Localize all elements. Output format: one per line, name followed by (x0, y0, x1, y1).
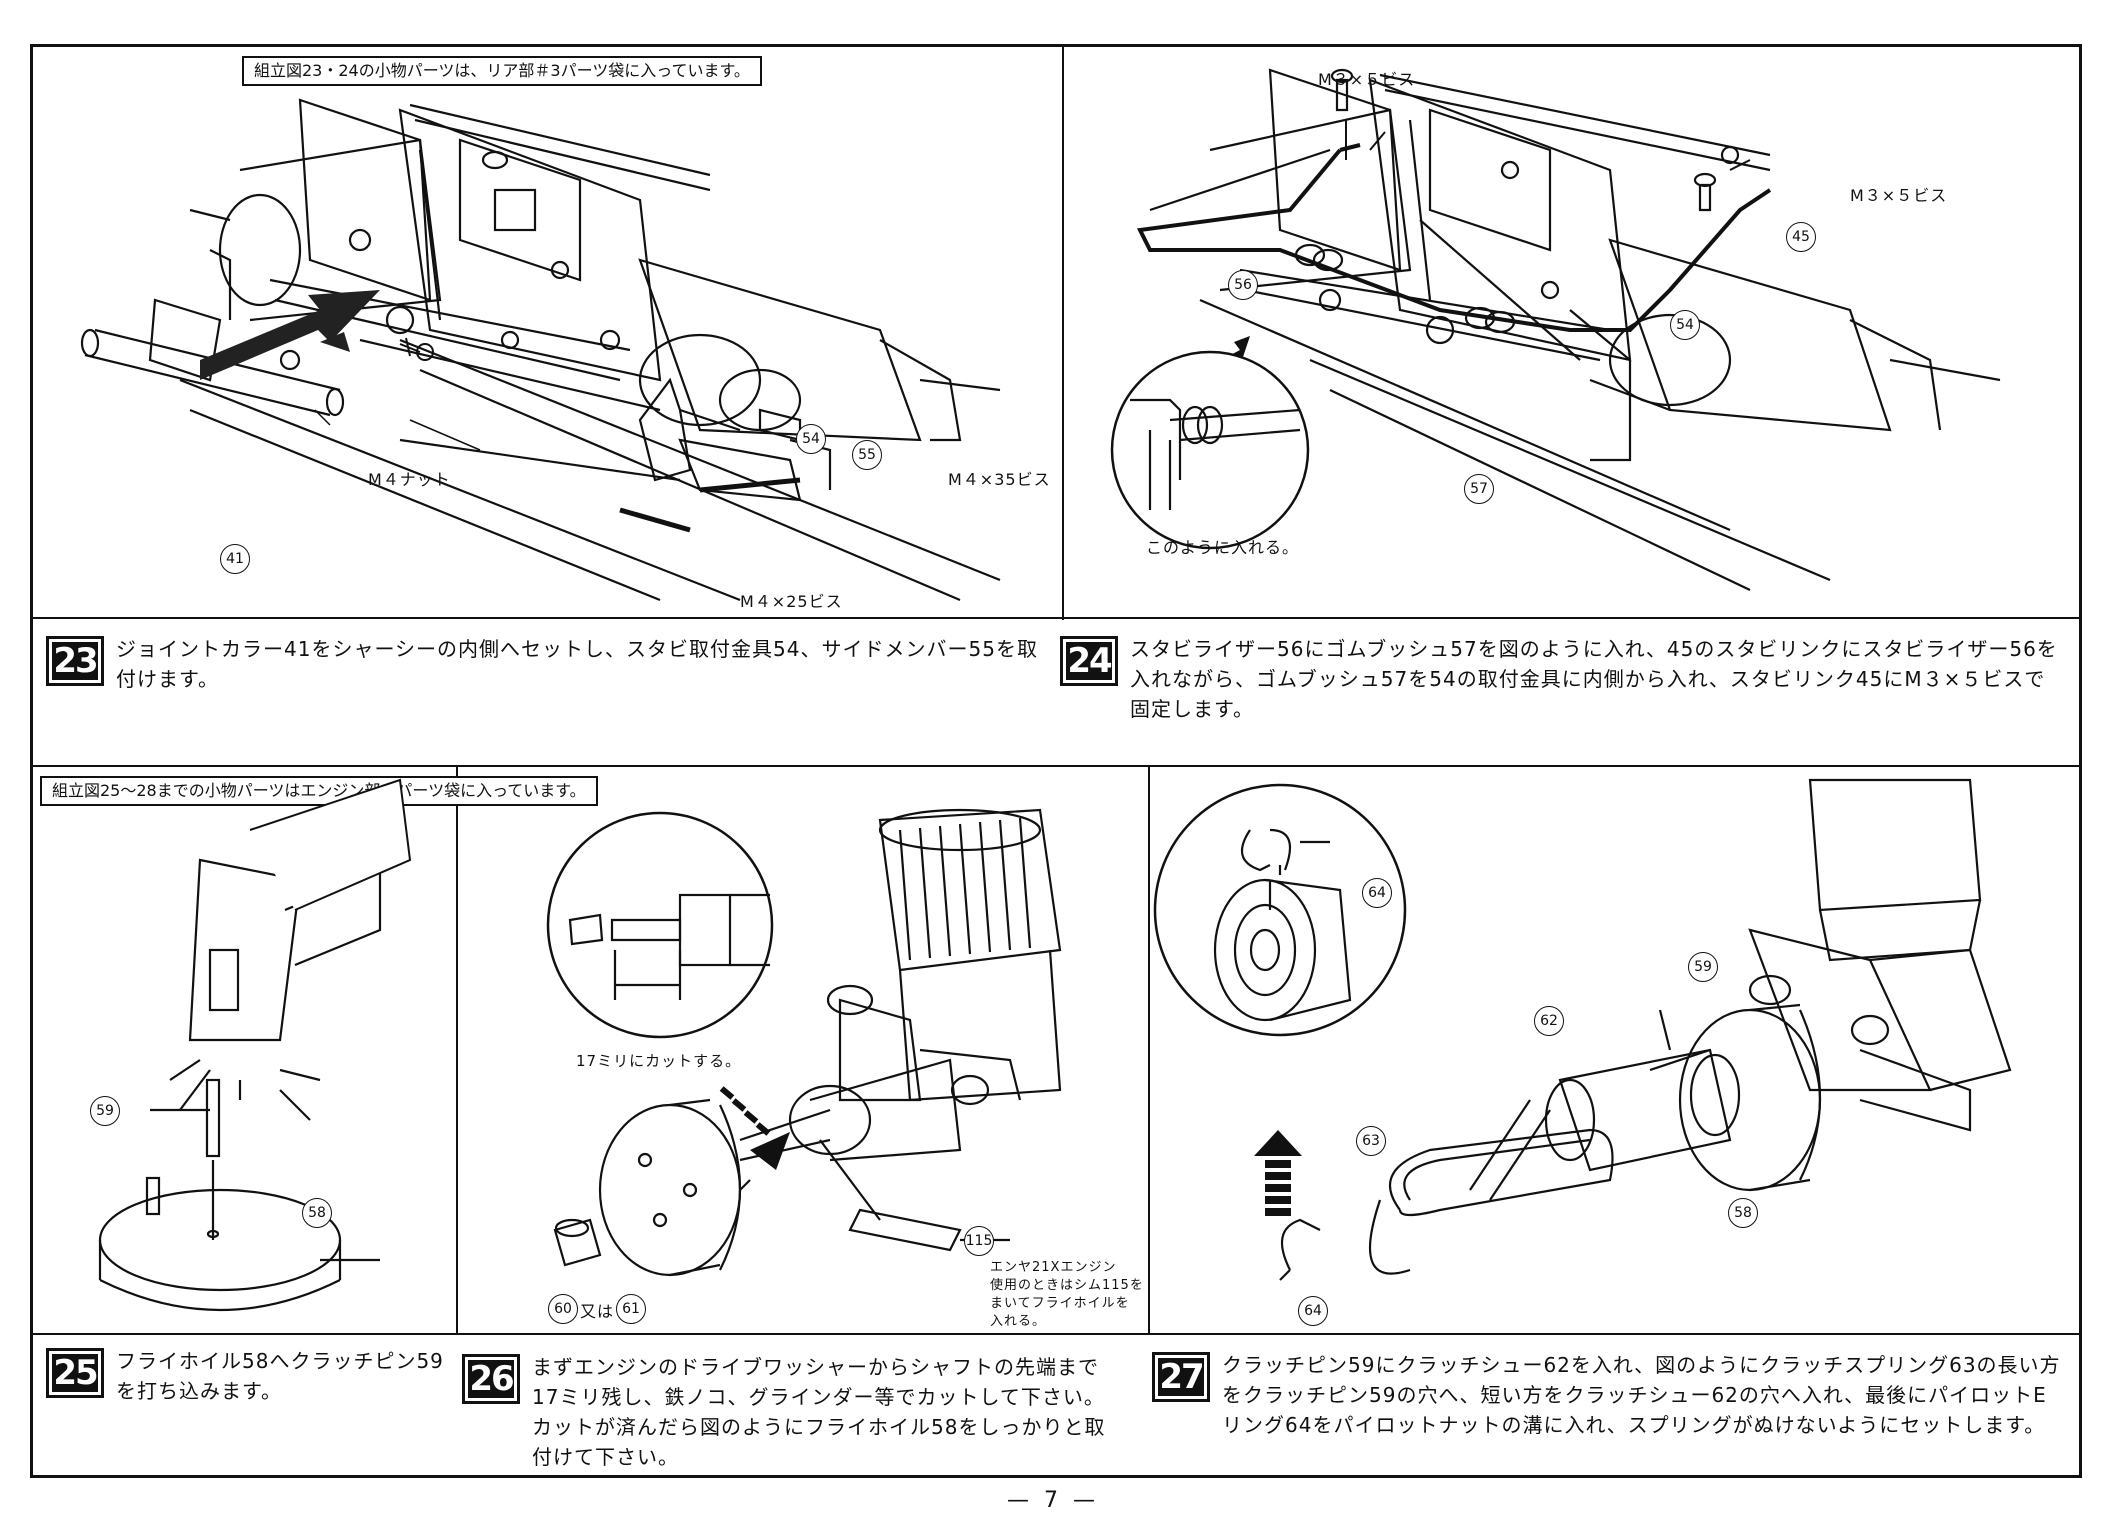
label-m4-nut: M４ナット (368, 470, 451, 489)
part-60: 60 (548, 1294, 578, 1324)
shim-note-line3: まいてフライホイルを (990, 1296, 1130, 1311)
page-frame (30, 44, 2082, 1478)
parts-note-bottom: 組立図25〜28までの小物パーツはエンジン部のパーツ袋に入っています。 (40, 776, 598, 806)
step-24-text: スタビライザー56にゴムブッシュ57を図のように入れ、45のスタビリンクにスタビ… (1130, 637, 2058, 721)
part-61: 61 (616, 1294, 646, 1324)
divider-top-vertical (1062, 46, 1064, 620)
step-24-number: 24 (1060, 636, 1118, 686)
step-27: 27 クラッチピン59にクラッチシュー62を入れ、図のようにクラッチスプリング6… (1152, 1350, 2062, 1440)
step-25-text: フライホイル58へクラッチピン59を打ち込みます。 (116, 1349, 444, 1403)
label-m3x5-a: M３×５ビス (1318, 70, 1416, 89)
part-58: 58 (302, 1198, 332, 1228)
diagram-27-clutch (1153, 778, 2012, 1281)
part-64-inset: 64 (1362, 878, 1392, 908)
step-27-text: クラッチピン59にクラッチシュー62を入れ、図のようにクラッチスプリング63の長… (1222, 1353, 2061, 1437)
divider-middle (32, 765, 2080, 767)
divider-step-row-top (32, 617, 2080, 619)
diagram-26-engine-flywheel (546, 808, 1062, 1277)
shim-note-line2: 使用のときはシム115を (990, 1278, 1144, 1293)
divider-bottom-text (32, 1333, 2080, 1335)
part-57: 57 (1464, 474, 1494, 504)
step-24: 24 スタビライザー56にゴムブッシュ57を図のように入れ、45のスタビリンクに… (1060, 634, 2060, 724)
part-41: 41 (220, 544, 250, 574)
part-54: 54 (1670, 310, 1700, 340)
label-or: 又は (580, 1302, 615, 1321)
divider-col1 (456, 766, 458, 1334)
step-23: 23 ジョイントカラー41をシャーシーの内側へセットし、スタビ取付金具54、サイ… (46, 634, 1044, 694)
part-62: 62 (1534, 1006, 1564, 1036)
label-m4x25: M４×25ビス (740, 592, 843, 611)
step-27-number: 27 (1152, 1352, 1210, 1402)
step-26-text: まずエンジンのドライブワッシャーからシャフトの先端まで17ミリ残し、鉄ノコ、グラ… (532, 1355, 1106, 1469)
step-26-number: 26 (462, 1354, 520, 1404)
part-64: 64 (1298, 1296, 1328, 1326)
part-58: 58 (1728, 1198, 1758, 1228)
part-59: 59 (1688, 952, 1718, 982)
shim-note-line4: 入れる。 (990, 1314, 1047, 1329)
parts-note-top: 組立図23・24の小物パーツは、リア部＃3パーツ袋に入っています。 (242, 56, 762, 86)
step-23-number: 23 (46, 636, 104, 686)
label-cut-17mm: 17ミリにカットする。 (576, 1052, 742, 1070)
part-55: 55 (852, 440, 882, 470)
part-59: 59 (90, 1096, 120, 1126)
step-25-number: 25 (46, 1348, 104, 1398)
diagram-24-stabilizer (1110, 68, 2001, 591)
diagram-23-chassis (80, 98, 1001, 602)
step-26: 26 まずエンジンのドライブワッシャーからシャフトの先端まで17ミリ残し、鉄ノコ… (462, 1352, 1122, 1472)
part-115: 115 (964, 1226, 994, 1256)
step-23-text: ジョイントカラー41をシャーシーの内側へセットし、スタビ取付金具54、サイドメン… (116, 637, 1038, 691)
divider-col2 (1148, 766, 1150, 1334)
part-56: 56 (1228, 270, 1258, 300)
part-45: 45 (1786, 222, 1816, 252)
shim-note-line1: エンヤ21Xエンジン (990, 1260, 1117, 1275)
part-63: 63 (1356, 1126, 1386, 1156)
label-inset-insert: このように入れる。 (1146, 538, 1300, 557)
part-54: 54 (796, 424, 826, 454)
label-m3x5-b: M３×５ビス (1850, 186, 1948, 205)
diagram-25-flywheel-pin (98, 778, 412, 1311)
step-25: 25 フライホイル58へクラッチピン59を打ち込みます。 (46, 1346, 446, 1406)
page-number: — 7 — (1007, 1488, 1099, 1513)
label-m4x35: M４×35ビス (948, 470, 1051, 489)
